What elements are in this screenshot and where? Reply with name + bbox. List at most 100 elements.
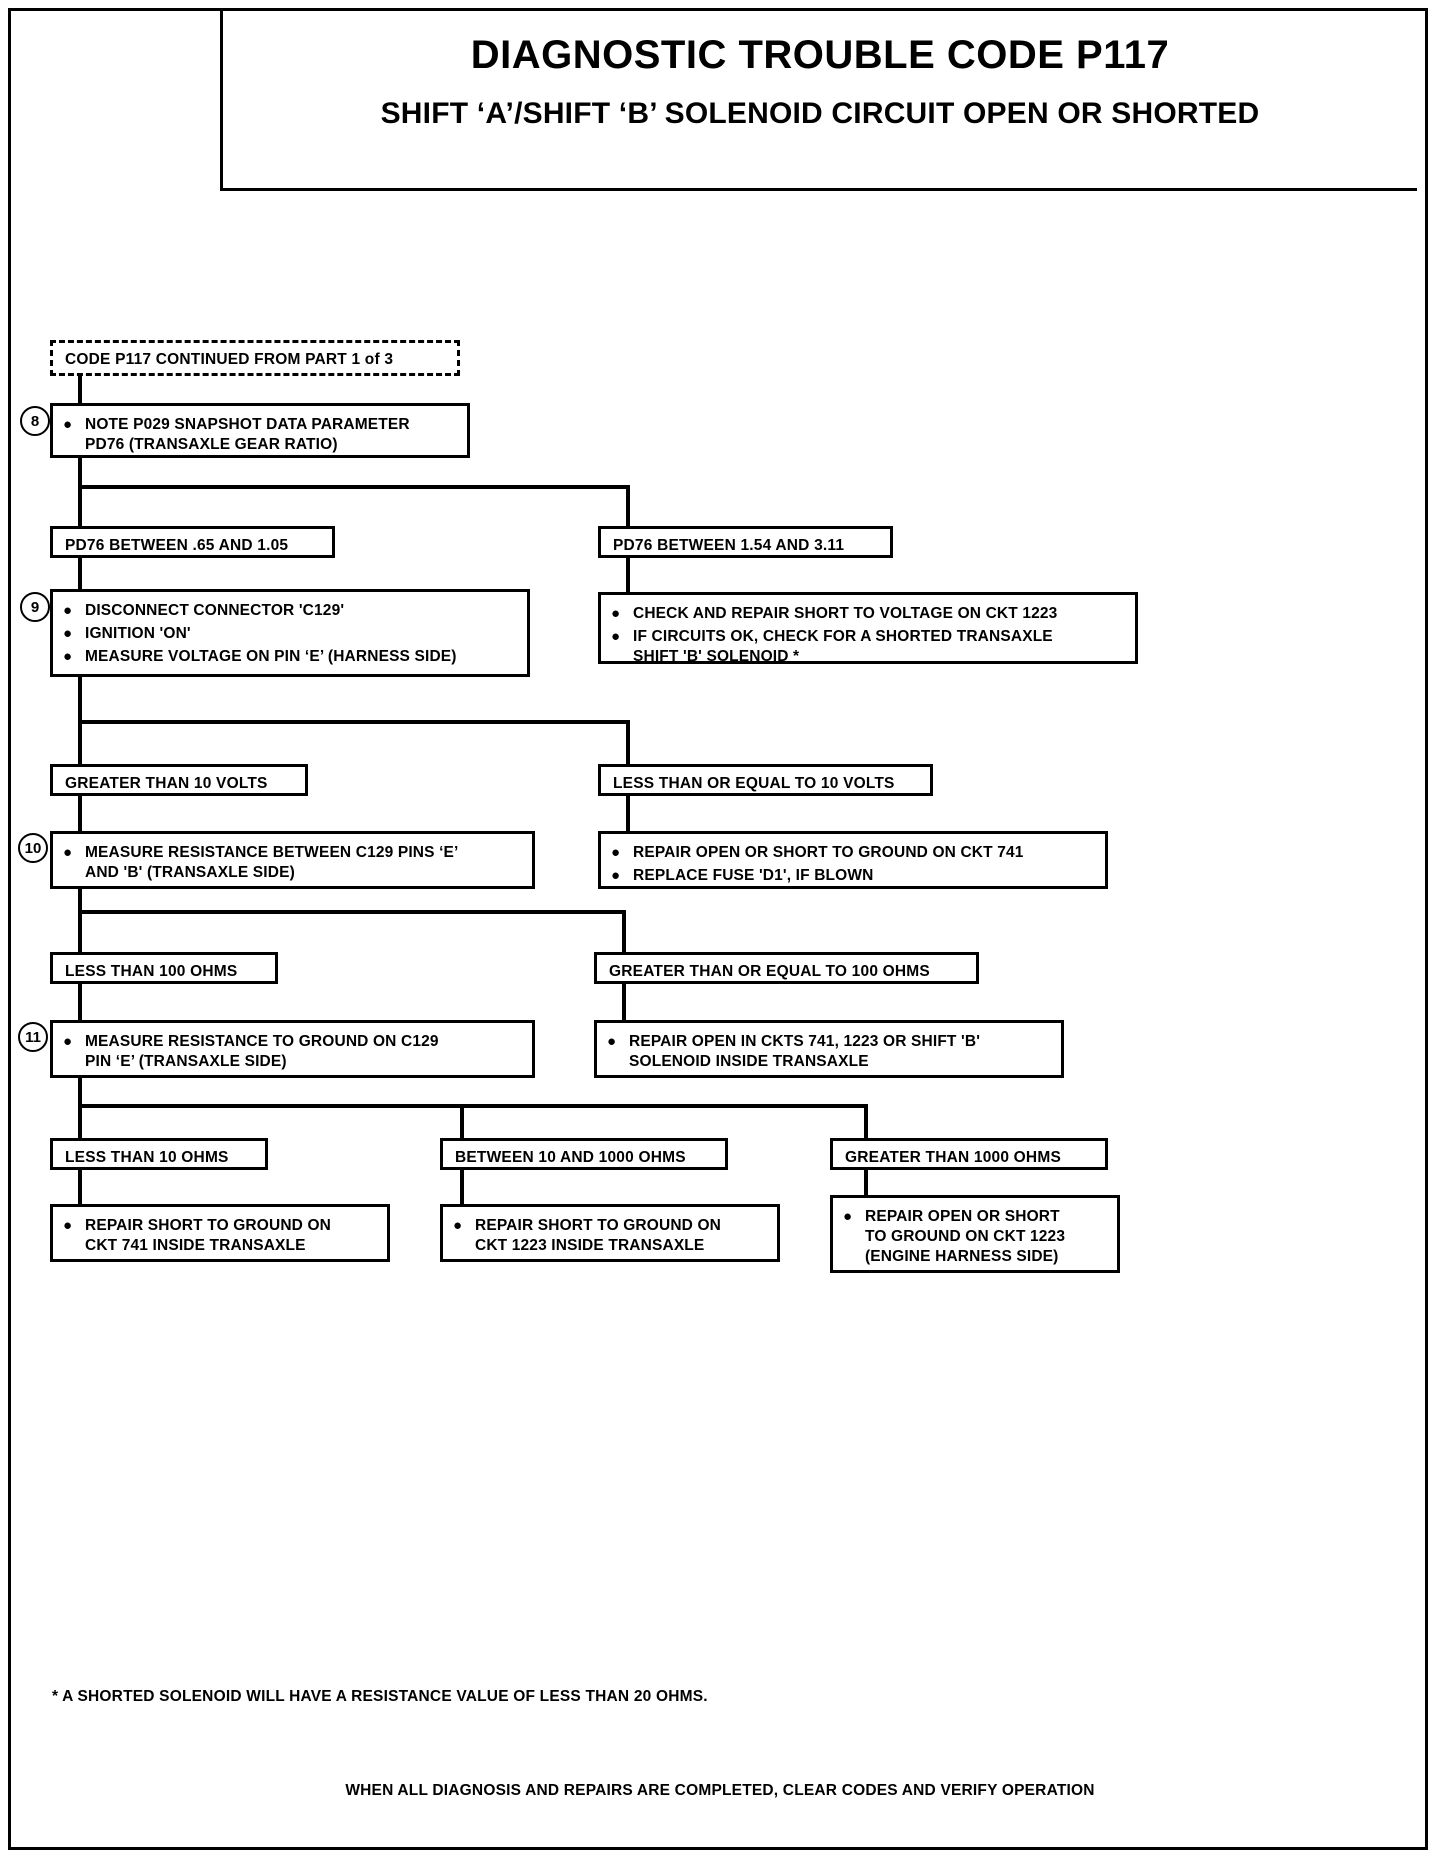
- bullet-text: REPAIR OPEN OR SHORT TO GROUND ON CKT 12…: [865, 1208, 1066, 1266]
- connector-step10-left-drop: [78, 910, 82, 952]
- connector-branch11middle-to-result: [460, 1170, 464, 1204]
- bullet-row: ● REPAIR SHORT TO GROUND ON CKT 741 INSI…: [63, 1216, 373, 1256]
- branch8-left-label: PD76 BETWEEN .65 AND 1.05: [65, 537, 289, 554]
- bullet-row: ● REPAIR OPEN OR SHORT TO GROUND ON CKT …: [843, 1207, 1103, 1267]
- connector-branch9left-to-step10: [78, 795, 82, 831]
- bullet-icon: ●: [63, 602, 73, 619]
- connector-step8-right-drop: [626, 485, 630, 526]
- result11-right-node: ● REPAIR OPEN OR SHORT TO GROUND ON CKT …: [830, 1195, 1120, 1273]
- step-number-11: 11: [18, 1022, 48, 1052]
- page-border: [8, 8, 1428, 1850]
- connector-step11-right-drop: [864, 1104, 868, 1138]
- step-number-10-label: 10: [24, 839, 42, 857]
- step9-node: ● DISCONNECT CONNECTOR 'C129' ● IGNITION…: [50, 589, 530, 677]
- connector-step8-left-drop: [78, 485, 82, 526]
- branch11-middle-label: BETWEEN 10 AND 1000 OHMS: [455, 1149, 686, 1166]
- bullet-icon: ●: [611, 628, 621, 646]
- bullet-row: ● MEASURE RESISTANCE BETWEEN C129 PINS ‘…: [63, 843, 518, 883]
- bullet-text: NOTE P029 SNAPSHOT DATA PARAMETER PD76 (…: [85, 416, 410, 454]
- result10-right-node: ● REPAIR OPEN IN CKTS 741, 1223 OR SHIFT…: [594, 1020, 1064, 1078]
- branch10-left-label: LESS THAN 100 OHMS: [65, 963, 238, 980]
- branch10-right-node: GREATER THAN OR EQUAL TO 100 OHMS: [594, 952, 979, 984]
- connector-step8-split-bar: [78, 485, 630, 489]
- step-number-8-label: 8: [30, 412, 40, 430]
- connector-step9-down: [78, 676, 82, 724]
- bullet-text: REPAIR SHORT TO GROUND ON CKT 741 INSIDE…: [85, 1217, 332, 1255]
- branch11-left-label: LESS THAN 10 OHMS: [65, 1149, 229, 1166]
- bullet-icon: ●: [63, 648, 73, 666]
- bullet-text: DISCONNECT CONNECTOR 'C129': [85, 602, 345, 619]
- bullet-row: ● IF CIRCUITS OK, CHECK FOR A SHORTED TR…: [611, 627, 1121, 667]
- result11-middle-node: ● REPAIR SHORT TO GROUND ON CKT 1223 INS…: [440, 1204, 780, 1262]
- branch11-right-node: GREATER THAN 1000 OHMS: [830, 1138, 1108, 1170]
- page-subtitle: SHIFT ‘A’/SHIFT ‘B’ SOLENOID CIRCUIT OPE…: [380, 97, 1260, 130]
- step-number-9-label: 9: [30, 598, 40, 616]
- connector-step8-down: [78, 457, 82, 489]
- connector-step11-split-bar: [78, 1104, 868, 1108]
- connector-branch8left-to-step9: [78, 557, 82, 592]
- footer-note: WHEN ALL DIAGNOSIS AND REPAIRS ARE COMPL…: [345, 1782, 1095, 1799]
- bullet-text: REPLACE FUSE 'D1', IF BLOWN: [633, 867, 874, 885]
- bullet-text: REPAIR OPEN OR SHORT TO GROUND ON CKT 74…: [633, 844, 1024, 861]
- bullet-icon: ●: [611, 867, 621, 885]
- bullet-icon: ●: [607, 1033, 617, 1050]
- bullet-row: ● MEASURE RESISTANCE TO GROUND ON C129 P…: [63, 1032, 518, 1072]
- bullet-row: ● REPAIR OPEN OR SHORT TO GROUND ON CKT …: [611, 843, 1091, 863]
- page-title: DIAGNOSTIC TROUBLE CODE P117: [470, 33, 1170, 77]
- bullet-text: MEASURE VOLTAGE ON PIN ‘E’ (HARNESS SIDE…: [85, 648, 457, 666]
- entry-node-label: CODE P117 CONTINUED FROM PART 1 of 3: [65, 351, 394, 368]
- connector-step9-left-drop: [78, 720, 82, 764]
- result8-right-node: ● CHECK AND REPAIR SHORT TO VOLTAGE ON C…: [598, 592, 1138, 667]
- entry-node: CODE P117 CONTINUED FROM PART 1 of 3: [50, 340, 460, 376]
- connector-branch8right-to-result: [626, 557, 630, 592]
- connector-entry-to-step8: [78, 375, 82, 408]
- bullet-icon: ●: [611, 844, 621, 861]
- bullet-text: MEASURE RESISTANCE TO GROUND ON C129 PIN…: [85, 1033, 439, 1071]
- step8-node: ● NOTE P029 SNAPSHOT DATA PARAMETER PD76…: [50, 403, 470, 458]
- connector-step10-right-drop: [622, 910, 626, 952]
- connector-step11-left-drop: [78, 1104, 82, 1138]
- bullet-icon: ●: [453, 1217, 463, 1234]
- step11-node: ● MEASURE RESISTANCE TO GROUND ON C129 P…: [50, 1020, 535, 1078]
- bullet-text: IF CIRCUITS OK, CHECK FOR A SHORTED TRAN…: [633, 628, 1053, 666]
- connector-step9-split-bar: [78, 720, 630, 724]
- branch9-right-node: LESS THAN OR EQUAL TO 10 VOLTS: [598, 764, 933, 796]
- step-number-11-label: 11: [25, 1028, 41, 1046]
- step-number-9: 9: [20, 592, 50, 622]
- connector-branch9right-to-result: [626, 795, 630, 831]
- bullet-icon: ●: [63, 625, 73, 643]
- bullet-row: ● REPAIR SHORT TO GROUND ON CKT 1223 INS…: [453, 1216, 763, 1256]
- bullet-icon: ●: [843, 1208, 853, 1225]
- bullet-icon: ●: [611, 605, 621, 622]
- bullet-row: ● REPLACE FUSE 'D1', IF BLOWN: [611, 866, 1091, 886]
- connector-step9-right-drop: [626, 720, 630, 764]
- bullet-icon: ●: [63, 416, 73, 433]
- bullet-text: MEASURE RESISTANCE BETWEEN C129 PINS ‘E’…: [85, 844, 459, 882]
- bullet-text: REPAIR OPEN IN CKTS 741, 1223 OR SHIFT '…: [629, 1033, 981, 1071]
- branch11-left-node: LESS THAN 10 OHMS: [50, 1138, 268, 1170]
- step10-node: ● MEASURE RESISTANCE BETWEEN C129 PINS ‘…: [50, 831, 535, 889]
- connector-branch11right-to-result: [864, 1170, 868, 1204]
- bullet-row: ● MEASURE VOLTAGE ON PIN ‘E’ (HARNESS SI…: [63, 647, 513, 667]
- branch8-left-node: PD76 BETWEEN .65 AND 1.05: [50, 526, 335, 558]
- branch9-left-node: GREATER THAN 10 VOLTS: [50, 764, 308, 796]
- bullet-row: ● IGNITION 'ON': [63, 624, 513, 644]
- branch11-right-label: GREATER THAN 1000 OHMS: [845, 1149, 1061, 1166]
- connector-branch10right-to-result: [622, 984, 626, 1020]
- branch8-right-label: PD76 BETWEEN 1.54 AND 3.11: [613, 537, 845, 554]
- connector-step11-middle-drop: [460, 1104, 464, 1138]
- bullet-icon: ●: [63, 1033, 73, 1050]
- branch10-left-node: LESS THAN 100 OHMS: [50, 952, 278, 984]
- result11-left-node: ● REPAIR SHORT TO GROUND ON CKT 741 INSI…: [50, 1204, 390, 1262]
- bullet-row: ● REPAIR OPEN IN CKTS 741, 1223 OR SHIFT…: [607, 1032, 1047, 1072]
- bullet-text: IGNITION 'ON': [85, 625, 191, 643]
- bullet-text: REPAIR SHORT TO GROUND ON CKT 1223 INSID…: [475, 1217, 722, 1255]
- bullet-icon: ●: [63, 1217, 73, 1234]
- step-number-8: 8: [20, 406, 50, 436]
- bullet-row: ● NOTE P029 SNAPSHOT DATA PARAMETER PD76…: [63, 415, 453, 455]
- bullet-icon: ●: [63, 844, 73, 861]
- branch11-middle-node: BETWEEN 10 AND 1000 OHMS: [440, 1138, 728, 1170]
- branch9-left-label: GREATER THAN 10 VOLTS: [65, 775, 268, 792]
- connector-branch10left-to-step11: [78, 984, 82, 1020]
- branch9-right-label: LESS THAN OR EQUAL TO 10 VOLTS: [613, 775, 895, 792]
